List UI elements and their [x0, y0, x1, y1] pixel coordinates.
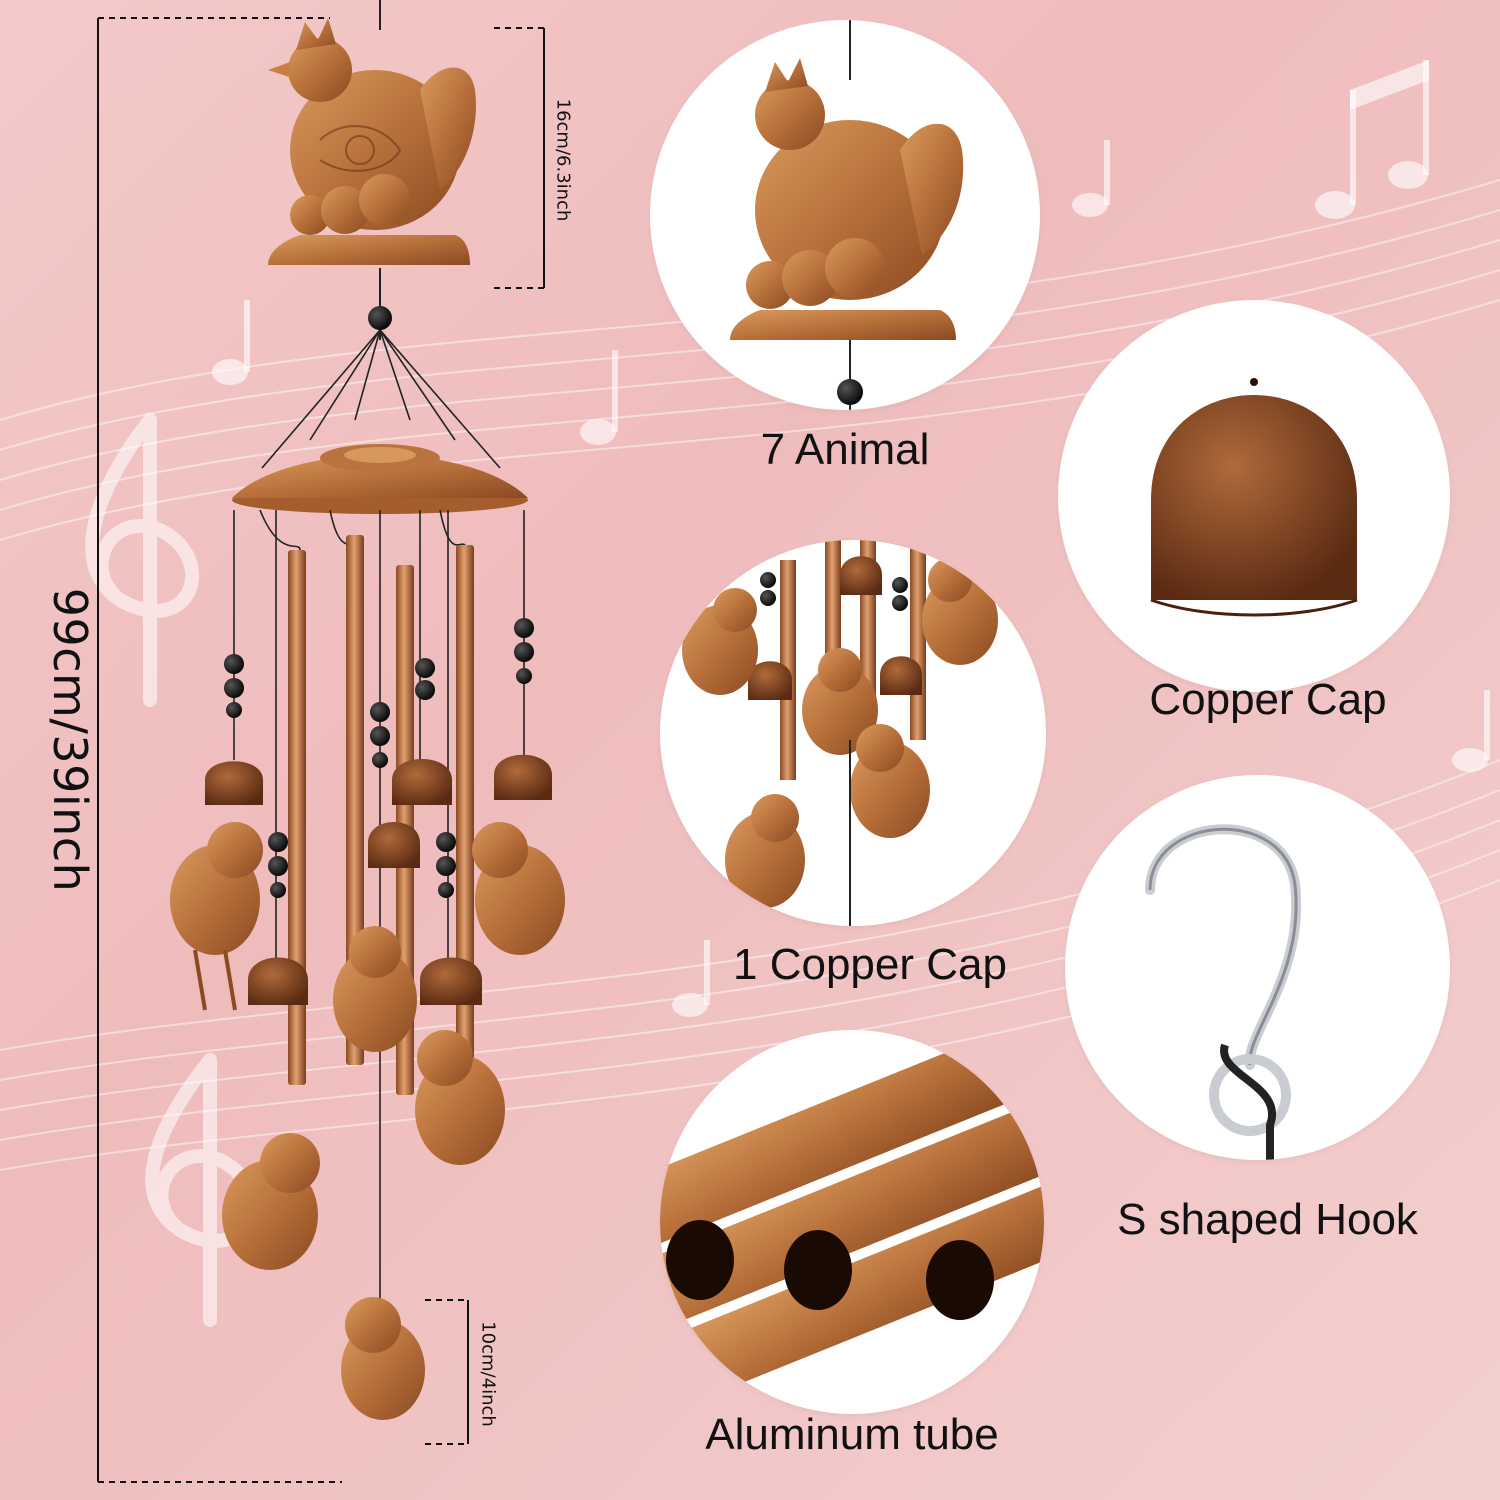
chick-ornaments — [170, 822, 565, 1420]
caption-animal: 7 Animal — [760, 425, 930, 474]
canopy-top — [232, 444, 528, 514]
caption-one-copper-cap: 1 Copper Cap — [733, 940, 1007, 989]
caption-aluminum-tube: Aluminum tube — [705, 1410, 999, 1459]
copper-caps — [205, 754, 552, 1005]
caption-copper-cap: Copper Cap — [1149, 675, 1387, 724]
top-dimension-lines — [494, 27, 545, 289]
bottom-ornament-dimension-text: 10cm/4inch — [477, 1321, 499, 1427]
bottom-dimension-lines — [425, 1299, 469, 1445]
top-ornament-dimension-text: 16cm/6.3inch — [552, 98, 574, 222]
overall-dimension-lines — [97, 17, 342, 1483]
feature-circle-s-hook — [1065, 775, 1450, 1160]
feature-circle-copper-cap — [1058, 300, 1450, 692]
feature-circle-animal — [650, 20, 1040, 410]
music-note-icon — [212, 60, 1490, 1017]
hen-with-chicks-icon — [730, 20, 964, 410]
beads — [224, 618, 534, 898]
feature-circle-aluminum-tube — [660, 1030, 1044, 1414]
s-hook-icon — [1145, 824, 1302, 1160]
caption-s-hook: S shaped Hook — [1117, 1195, 1418, 1244]
aluminum-tubes-icon — [660, 1030, 1044, 1410]
overall-dimension-text: 99cm/39inch — [43, 587, 97, 893]
chicks-and-caps-detail-icon — [682, 540, 998, 926]
feature-circle-chicks-detail — [660, 540, 1046, 926]
copper-bell-cap-icon — [1150, 378, 1358, 617]
aluminum-tubes — [288, 535, 474, 1095]
